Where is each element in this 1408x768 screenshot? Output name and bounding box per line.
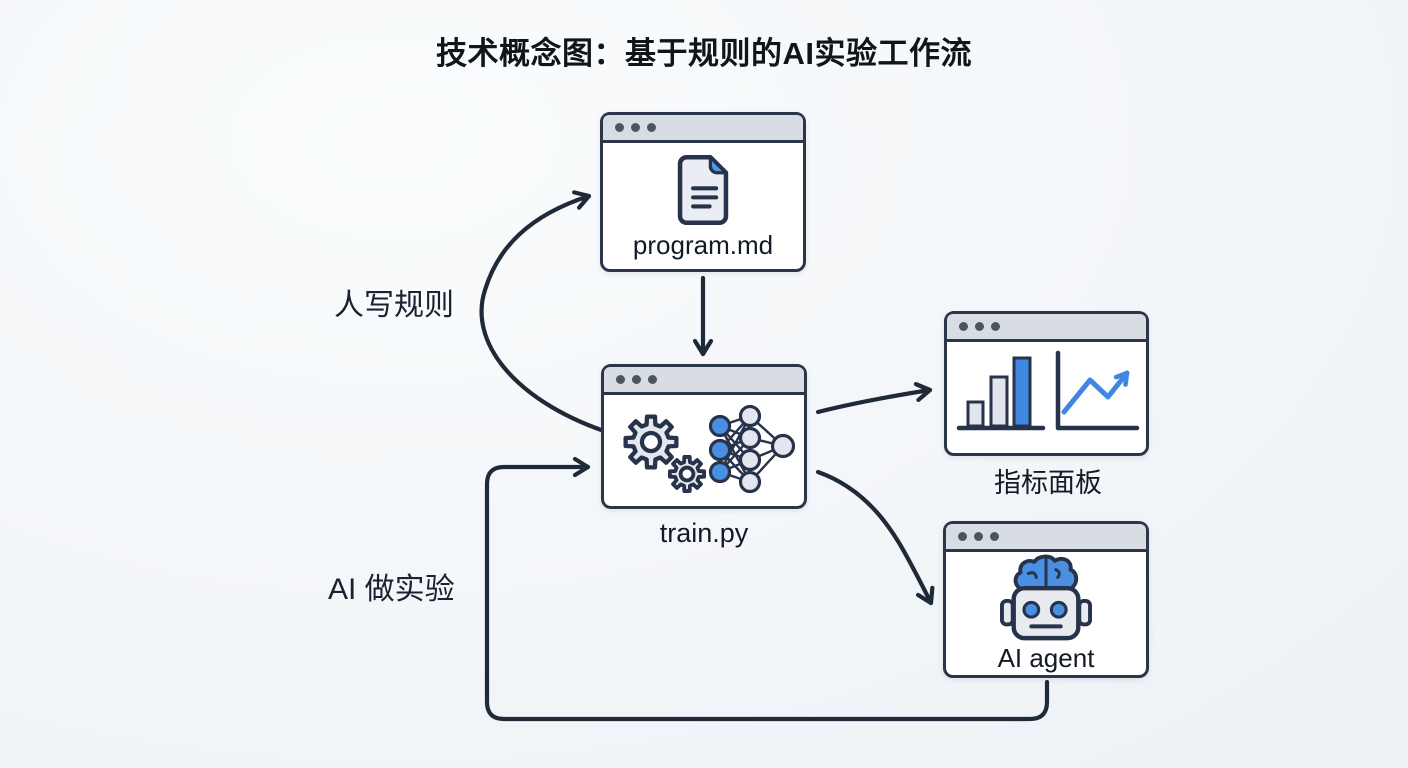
program-md-label: program.md xyxy=(632,230,774,260)
window-dot xyxy=(958,532,967,541)
bar-and-line-chart-icon xyxy=(956,350,1140,431)
window-dot xyxy=(991,322,1000,331)
arrow-human-rules-arc xyxy=(479,190,607,434)
arrow-train-to-metrics xyxy=(815,382,933,415)
metrics-panel-window xyxy=(944,311,1149,456)
window-dot xyxy=(975,322,984,331)
window-titlebar xyxy=(604,367,804,395)
arrow-train-to-agent xyxy=(815,469,935,606)
neural-network-icon xyxy=(708,404,796,494)
window-dot xyxy=(648,375,657,384)
program-md-window: program.md xyxy=(600,112,806,272)
window-titlebar xyxy=(946,524,1146,552)
robot-icon xyxy=(1000,554,1092,641)
window-dot xyxy=(959,322,968,331)
window-titlebar xyxy=(603,115,803,143)
window-dot xyxy=(974,532,983,541)
edge-label-human-writes-rules: 人写规则 xyxy=(334,289,454,322)
window-dot xyxy=(990,532,999,541)
ai-agent-label: AI agent xyxy=(997,643,1095,673)
document-icon xyxy=(677,154,729,226)
window-dot xyxy=(615,123,624,132)
train-py-label: train.py xyxy=(659,518,749,548)
window-dot xyxy=(647,123,656,132)
window-dot xyxy=(632,375,641,384)
window-dot xyxy=(616,375,625,384)
metrics-panel-label: 指标面板 xyxy=(994,468,1102,498)
diagram-title: 技术概念图：基于规则的AI实验工作流 xyxy=(436,36,972,71)
window-titlebar xyxy=(947,314,1146,342)
edge-label-ai-experiments: AI 做实验 xyxy=(328,573,455,606)
ai-agent-window: AI agent xyxy=(943,521,1149,678)
gears-icon xyxy=(612,403,707,494)
train-py-window xyxy=(601,364,807,509)
window-dot xyxy=(631,123,640,132)
arrow-ai-experiment-loop xyxy=(484,456,1050,722)
